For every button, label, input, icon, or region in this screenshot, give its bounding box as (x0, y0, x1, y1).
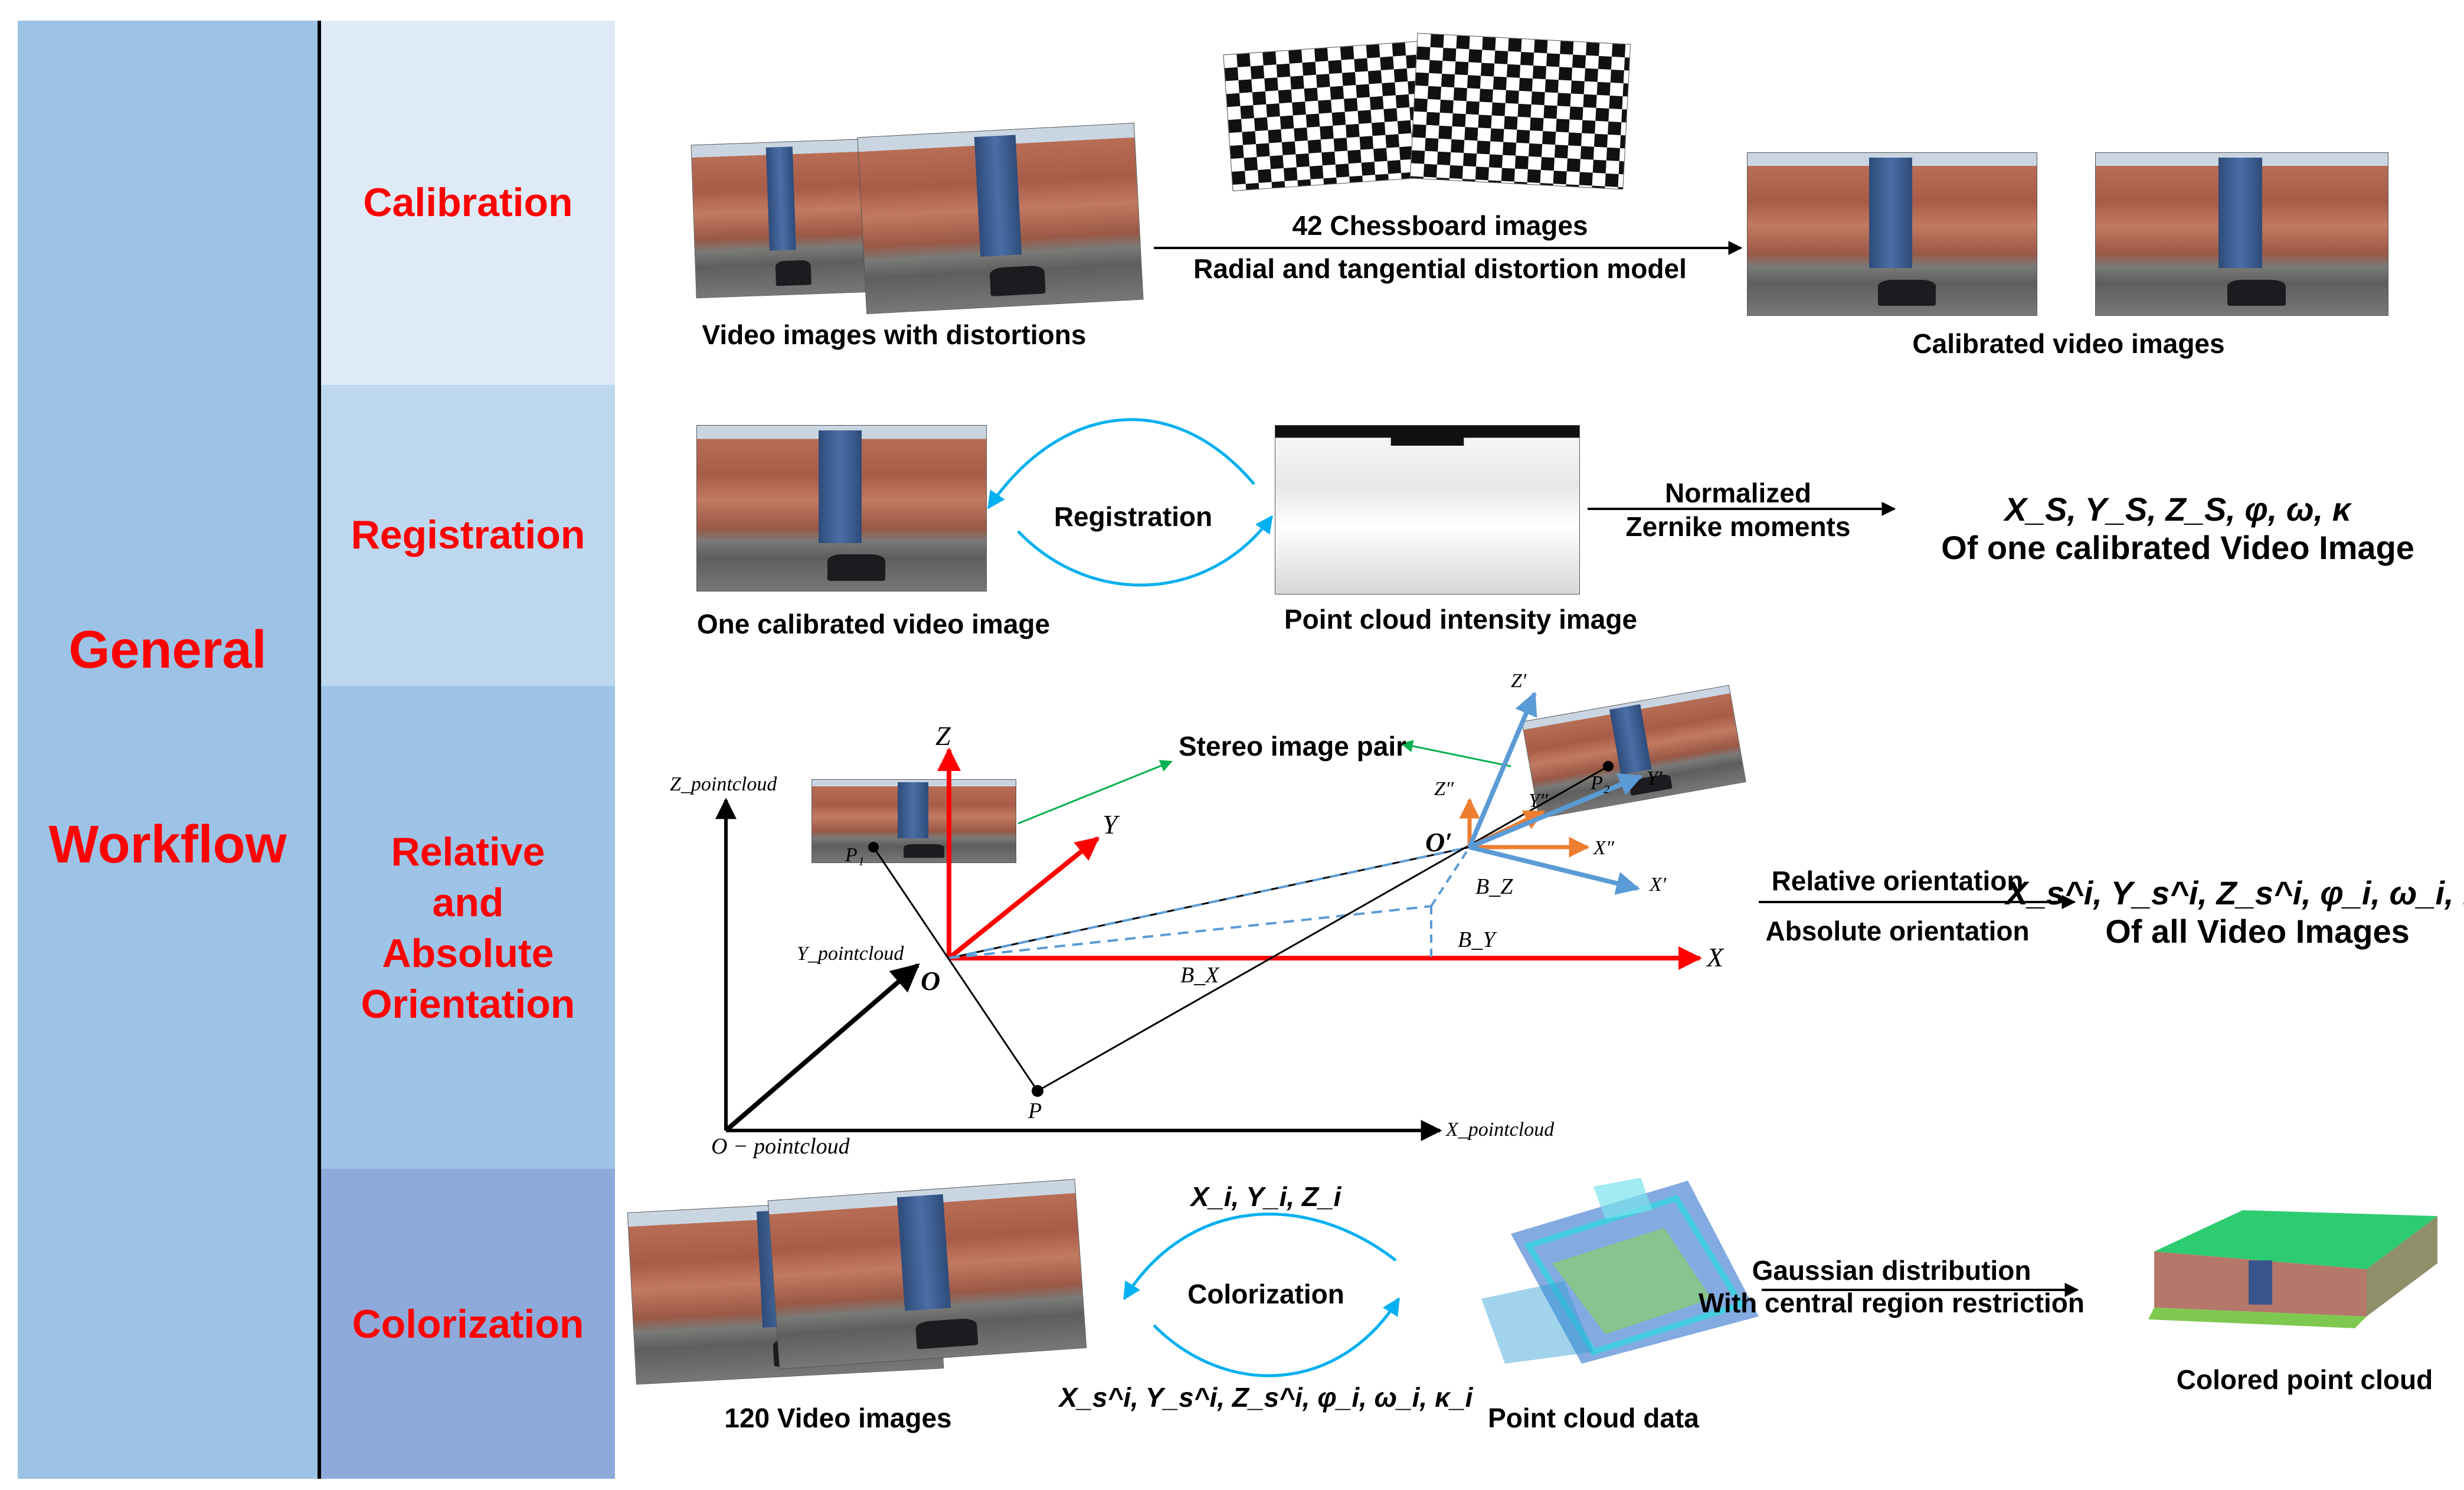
orientation-result-parameters: X_s^i, Y_s^i, Z_s^i, φ_i, ω_i, κ_i (2005, 874, 2464, 911)
label-gaussian-distribution: Gaussian distribution (1752, 1255, 2031, 1286)
label-p2: P₂ (1591, 772, 1610, 794)
orientation-result-caption: Of all Video Images (2105, 913, 2410, 950)
orientation-stage-panel (321, 686, 615, 1169)
label-x-pointcloud: X_pointcloud (1446, 1119, 1555, 1141)
workflow-title: Workflow (48, 815, 287, 874)
label-colorization-parameters: X_s^i, Y_s^i, Z_s^i, φ_i, ω_i, κ_i (1059, 1382, 1473, 1413)
one-calibrated-video-image (696, 425, 987, 592)
bx-component (948, 905, 1432, 959)
caption-distorted-images: Video images with distortions (702, 319, 1087, 350)
registration-result-caption: Of one calibrated Video Image (1941, 529, 2414, 566)
column-divider (318, 21, 321, 1479)
label-y-prime: Y′ (1647, 767, 1663, 789)
label-axis-y: Y (1102, 809, 1118, 839)
label-zernike-moments: Zernike moments (1625, 511, 1851, 542)
point-p2 (1603, 761, 1614, 772)
colored-point-cloud-graphic (2148, 1210, 2437, 1328)
ray-p1-p (872, 847, 1039, 1092)
label-x-prime: X′ (1650, 874, 1667, 896)
label-relative-orientation: Relative orientation (1771, 865, 2024, 896)
registration-arc-upper (987, 418, 1255, 509)
label-z-double-prime: Z″ (1434, 778, 1454, 800)
y-pointcloud-axis (724, 963, 920, 1133)
label-distortion-model: Radial and tangential distortion model (1193, 253, 1687, 284)
point-cloud-intensity-image (1275, 425, 1580, 594)
label-z-prime: Z′ (1511, 670, 1527, 692)
stereo-arrow-left (1017, 760, 1173, 825)
caption-video-images: 120 Video images (724, 1403, 952, 1433)
caption-intensity-image: Point cloud intensity image (1284, 604, 1638, 635)
label-axis-z: Z (935, 721, 951, 751)
label-bz: B_Z (1475, 874, 1513, 899)
label-by: B_Y (1458, 927, 1496, 952)
ray-p-p2 (1037, 765, 1609, 1092)
registration-stage-panel (321, 385, 615, 686)
point-cloud-data-graphic (1481, 1178, 1759, 1364)
label-axis-x: X (1707, 942, 1724, 972)
label-stereo-pair: Stereo image pair (1178, 731, 1407, 762)
label-bx: B_X (1180, 963, 1219, 988)
label-z-pointcloud: Z_pointcloud (670, 773, 777, 795)
calibrated-video-image-1 (1747, 152, 2037, 316)
stereo-arrow-right (1400, 740, 1511, 767)
label-origin-o-prime: O′ (1425, 827, 1453, 857)
label-x-double-prime: X″ (1593, 837, 1614, 859)
general-workflow-panel (18, 21, 318, 1479)
stereo-left-image (811, 779, 1016, 863)
label-p: P (1028, 1099, 1042, 1123)
label-chessboard-images: 42 Chessboard images (1292, 210, 1588, 241)
label-p1: P₁ (845, 844, 865, 866)
point-p1 (868, 842, 879, 852)
point-p (1032, 1085, 1043, 1097)
registration-arc-lower (1017, 515, 1274, 587)
caption-calibrated-images: Calibrated video images (1912, 328, 2225, 359)
label-central-region-restriction: With central region restriction (1699, 1288, 2085, 1318)
stage-title-orientation: Relative and Absolute Orientation (361, 829, 575, 1027)
label-y-pointcloud: Y_pointcloud (797, 943, 904, 965)
label-normalized: Normalized (1665, 478, 1811, 508)
calibrated-video-image-2 (2095, 152, 2388, 316)
label-y-double-prime: Y″ (1529, 790, 1549, 812)
label-registration-loop: Registration (1053, 501, 1213, 532)
colorization-arc-lower (1153, 1297, 1400, 1377)
caption-point-cloud-data: Point cloud data (1488, 1403, 1699, 1433)
registration-result-parameters: X_S, Y_S, Z_S, φ, ω, κ (2004, 491, 2351, 528)
colorization-stage-panel (321, 1169, 615, 1479)
calibration-stage-panel (321, 21, 615, 385)
y-prime-axis (1468, 773, 1643, 849)
label-colorization-loop: Colorization (1187, 1279, 1344, 1309)
caption-colored-point-cloud: Colored point cloud (2176, 1364, 2433, 1395)
stage-title-colorization: Colorization (352, 1302, 584, 1347)
label-absolute-orientation: Absolute orientation (1765, 916, 2030, 946)
stage-title-registration: Registration (351, 512, 585, 557)
o-to-oprime-dashed (948, 846, 1470, 959)
x-prime-axis (1469, 845, 1640, 895)
y-axis (947, 836, 1100, 960)
bz-component (1430, 846, 1471, 907)
label-o-pointcloud: O − pointcloud (711, 1134, 850, 1159)
caption-one-calibrated-image: One calibrated video image (696, 609, 1051, 639)
label-origin-o: O (921, 966, 941, 996)
label-colorization-coords: X_i, Y_i, Z_i (1190, 1181, 1341, 1212)
general-title: General (68, 620, 267, 679)
stage-title-calibration: Calibration (363, 180, 573, 225)
colorization-arc-upper (1123, 1213, 1397, 1301)
z-prime-axis (1467, 691, 1537, 848)
